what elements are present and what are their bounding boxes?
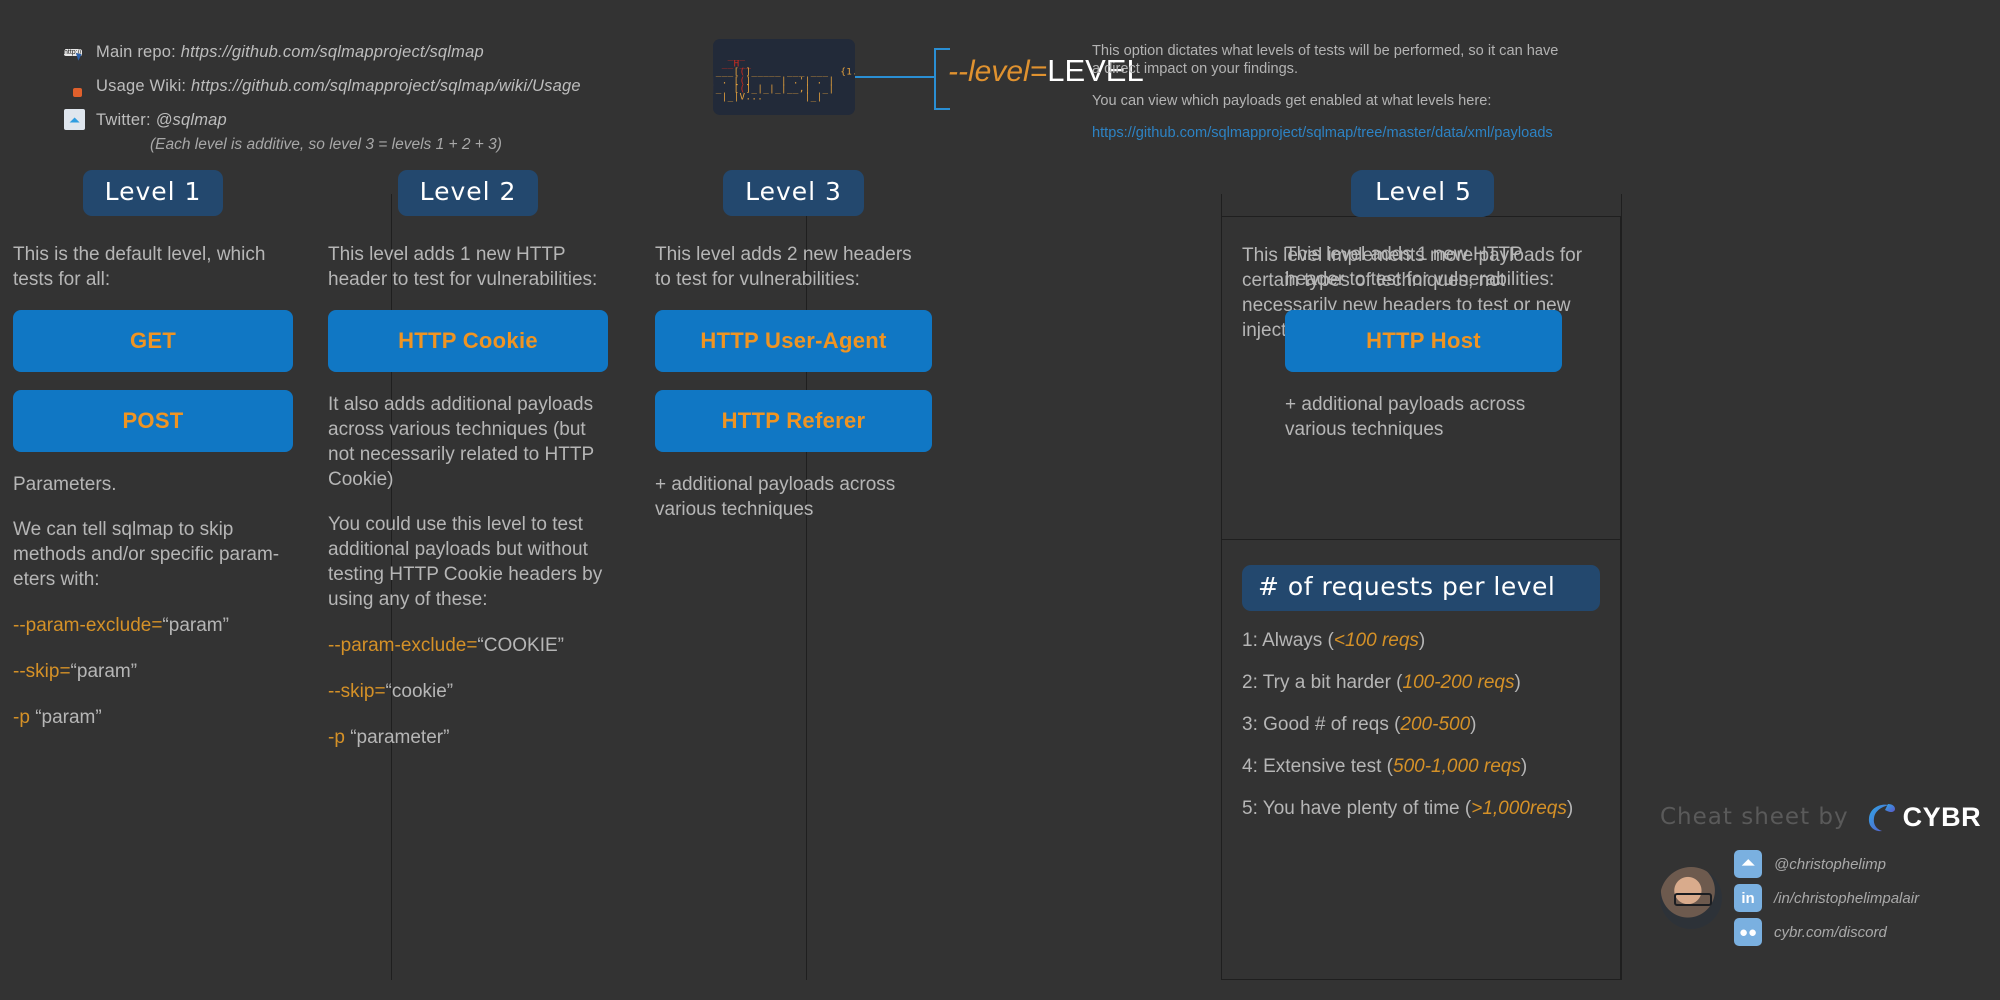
level-1-cmd-p: -p “param”: [13, 707, 102, 728]
level-5-title: Level 5: [1353, 170, 1494, 216]
requests-row-5: 5: You have plenty of time (>1,000reqs): [1242, 798, 1574, 819]
description-paragraph-1: This option dictates what levels of test…: [1092, 43, 1559, 77]
level-2-cmd-param-exclude: --param-exclude=“COOKIE”: [328, 635, 564, 656]
header-link-main-repo: http:// Main repo: https://github.com/sq…: [64, 36, 581, 68]
level-3-extra-payloads: + additional payloads across various tec…: [655, 474, 896, 520]
social-twitter[interactable]: ⏶ @christophelimp: [1734, 850, 1919, 878]
payloads-link[interactable]: https://github.com/sqlmapproject/sqlmap/…: [1092, 125, 1553, 141]
social-list: ⏶ @christophelimp in /in/christophelimpa…: [1734, 850, 1919, 946]
twitter-handle: @christophelimp: [1774, 855, 1886, 873]
usage-wiki-label: Usage Wiki:: [96, 76, 187, 95]
requests-row-2: 2: Try a bit harder (100-200 reqs): [1242, 672, 1521, 693]
logo-connector-line: [855, 76, 935, 78]
twitter-icon: ⏶: [64, 109, 86, 131]
column-divider-4: [1621, 194, 1622, 980]
level-2-title-wrap: Level 2: [328, 170, 608, 216]
level-1-parameters-heading: Parameters.: [13, 474, 117, 495]
usage-wiki-url[interactable]: https://github.com/sqlmapproject/sqlmap/…: [191, 76, 581, 95]
requests-per-level-title: # of requests per level: [1242, 565, 1600, 611]
cybr-bird-icon: [1868, 804, 1895, 832]
level-2-cmd-p: -p “parameter”: [328, 727, 450, 748]
requests-row-3: 3: Good # of reqs (200-500): [1242, 714, 1477, 735]
social-linkedin[interactable]: in /in/christophelimpalair: [1734, 884, 1919, 912]
http-user-agent-button[interactable]: HTTP User-Agent: [655, 310, 932, 372]
level-5-column: Level 5 This level adds 1 new HTTP heade…: [1285, 170, 1562, 442]
requests-per-level-panel: # of requests per level 1: Always (<100 …: [1242, 565, 1600, 821]
level-3-intro: This level adds 2 new headers to test fo…: [655, 244, 912, 290]
url-cursor-icon: http://: [64, 49, 82, 56]
requests-row-1: 1: Always (<100 reqs): [1242, 630, 1426, 651]
twitter-icon: ⏶: [1734, 850, 1762, 878]
level-2-extra-payloads: It also adds additional payloads across …: [328, 394, 594, 490]
social-links: ⏶ @christophelimp in /in/christophelimpa…: [1660, 850, 1990, 946]
option-bracket: [934, 48, 950, 110]
main-repo-label: Main repo:: [96, 42, 176, 61]
twitter-handle[interactable]: @sqlmap: [155, 110, 227, 129]
option-flag: --level=: [948, 55, 1048, 88]
requests-row-4: 4: Extensive test (500-1,000 reqs): [1242, 756, 1528, 777]
level-1-cmd-skip: --skip=“param”: [13, 661, 138, 682]
header-link-usage-wiki: Usage Wiki: https://github.com/sqlmappro…: [64, 70, 581, 102]
avatar: [1660, 867, 1722, 929]
sqlmap-logo: ___ __H__ ___ ___[(]_____ ___ ___ {1.5.2…: [713, 39, 855, 115]
level-2-intro: This level adds 1 new HTTP header to tes…: [328, 244, 598, 290]
level-4-separator: [1222, 539, 1620, 540]
http-referer-button[interactable]: HTTP Referer: [655, 390, 932, 452]
option-name: --level=LEVEL: [948, 54, 1144, 89]
social-discord[interactable]: ●● cybr.com/discord: [1734, 918, 1919, 946]
level-1-title: Level 1: [82, 170, 224, 216]
discord-handle: cybr.com/discord: [1774, 923, 1887, 941]
cybr-wordmark: CYBR: [1902, 801, 1982, 832]
level-3-title-wrap: Level 3: [655, 170, 932, 216]
main-repo-url[interactable]: https://github.com/sqlmapproject/sqlmap: [180, 42, 484, 61]
column-divider-1: [391, 194, 392, 980]
twitter-label: Twitter:: [96, 110, 151, 129]
additive-note: (Each level is additive, so level 3 = le…: [150, 136, 502, 153]
level-2-usage-note: You could use this level to test additio…: [328, 514, 603, 610]
level-2-cmd-skip: --skip=“cookie”: [328, 681, 454, 702]
method-post-button[interactable]: POST: [13, 390, 293, 452]
level-1-skip-text: We can tell sqlmap to skip methods and/o…: [13, 519, 280, 590]
cybr-branding: Cheat sheet by CYBR ⏶ @christophelimp: [1660, 800, 1990, 946]
option-value: LEVEL: [1047, 53, 1144, 88]
header-link-twitter: ⏶ Twitter: @sqlmap: [64, 104, 581, 136]
level-5-extra-payloads: + additional payloads across various tec…: [1285, 394, 1526, 440]
discord-icon: ●●: [1734, 918, 1762, 946]
cheat-sheet-credit: Cheat sheet by CYBR: [1660, 800, 1990, 834]
method-get-button[interactable]: GET: [13, 310, 293, 372]
column-divider-2: [806, 194, 807, 980]
level-2-column: Level 2 This level adds 1 new HTTP heade…: [328, 170, 608, 750]
linkedin-icon: in: [1734, 884, 1762, 912]
sqlmap-ascii-art: ___ __H__ ___ ___[(]_____ ___ ___ {1.5.2…: [713, 50, 855, 103]
http-cookie-button[interactable]: HTTP Cookie: [328, 310, 608, 372]
http-host-button[interactable]: HTTP Host: [1285, 310, 1562, 372]
header-links: http:// Main repo: https://github.com/sq…: [64, 36, 581, 138]
option-description: This option dictates what levels of test…: [1092, 42, 1567, 142]
level-1-intro: This is the default level, which tests f…: [13, 244, 266, 290]
level-1-title-wrap: Level 1: [13, 170, 293, 216]
document-icon: [64, 75, 86, 97]
level-2-title: Level 2: [397, 170, 539, 216]
level-5-intro: This level adds 1 new HTTP header to tes…: [1285, 244, 1555, 290]
description-paragraph-2: You can view which payloads get enabled …: [1092, 93, 1492, 109]
linkedin-handle: /in/christophelimpalair: [1774, 889, 1920, 907]
level-5-title-wrap: Level 5: [1285, 170, 1562, 216]
cybr-logo: CYBR: [1863, 800, 1982, 834]
level-3-title: Level 3: [723, 170, 864, 216]
level-3-column: Level 3 This level adds 2 new headers to…: [655, 170, 932, 522]
level-1-column: Level 1 This is the default level, which…: [13, 170, 293, 730]
level-1-cmd-param-exclude: --param-exclude=“param”: [13, 615, 229, 636]
cheat-sheet-by-label: Cheat sheet by: [1660, 804, 1849, 830]
